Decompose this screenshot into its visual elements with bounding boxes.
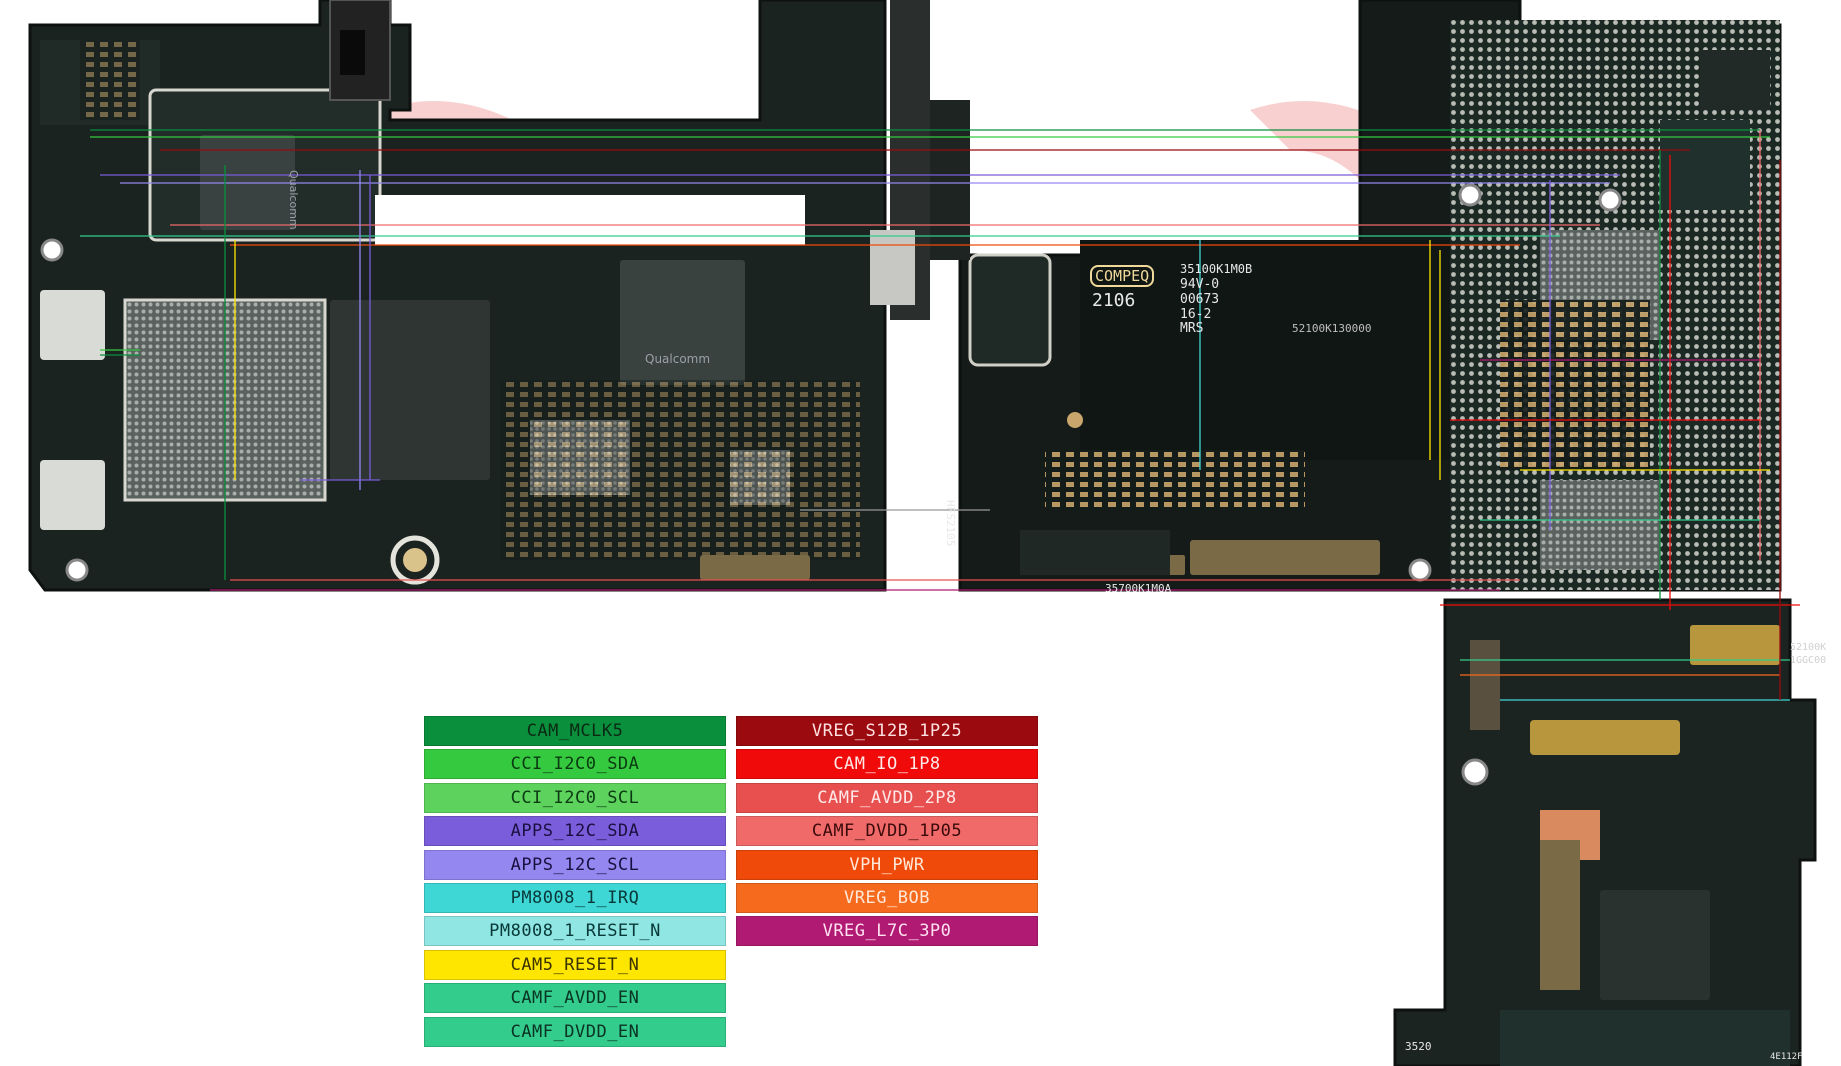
legend-item-camf-dvdd-en: CAMF_DVDD_EN	[424, 1016, 726, 1047]
legend-item-cci-i2c0-scl: CCI_I2C0_SCL	[424, 782, 726, 813]
compeq-code: 2106	[1092, 290, 1136, 311]
side-marking-2: 1GGC00	[1790, 655, 1827, 666]
qualcomm-chip	[620, 260, 745, 385]
board-marking-3: 00673	[1180, 292, 1220, 307]
compeq-logo: COMPEQ	[1090, 265, 1155, 287]
legend-item-cci-i2c0-sda: CCI_I2C0_SDA	[424, 749, 726, 780]
bottom-board	[1393, 598, 1817, 1066]
legend-item-vreg-l7c-3p0: VREG_L7C_3P0	[736, 916, 1038, 947]
legend-item-pm8008-1-irq: PM8008_1_IRQ	[424, 882, 726, 913]
legend-item-camf-avdd-en: CAMF_AVDD_EN	[424, 983, 726, 1014]
board-connector	[1190, 540, 1380, 575]
bottom-marking: 3520	[1405, 1040, 1432, 1053]
board-marking-4: 16-2	[1180, 307, 1212, 322]
board-marking-7: 35700K1M0A	[1105, 582, 1172, 595]
signal-traces	[80, 129, 1800, 701]
left-board	[28, 0, 930, 592]
qualcomm-label-2: Qualcomm	[287, 170, 300, 230]
legend-item-apps-12c-scl: APPS_12C_SCL	[424, 849, 726, 880]
memory-chip	[330, 300, 490, 480]
board-marking-5: MRS	[1180, 321, 1204, 336]
legend-item-vph-pwr: VPH_PWR	[736, 849, 1038, 880]
board-marking-2: 94V-0	[1180, 277, 1220, 292]
legend-item-vreg-bob: VREG_BOB	[736, 882, 1038, 913]
board-marking-6: 52100K130000	[1292, 322, 1372, 335]
qualcomm-label-1: Qualcomm	[645, 352, 711, 366]
legend-item-camf-avdd-2p8: CAMF_AVDD_2P8	[736, 782, 1038, 813]
legend-item-cam-io-1p8: CAM_IO_1P8	[736, 749, 1038, 780]
side-marking: 52100K	[1790, 642, 1827, 653]
legend-item-cam-mclk5: CAM_MCLK5	[424, 716, 726, 746]
right-bga-2	[1540, 480, 1660, 570]
board-marking-1: 35100K1M0B	[1180, 262, 1253, 276]
legend-item-cam5-reset-n: CAM5_RESET_N	[424, 949, 726, 980]
bottom-connector	[1530, 720, 1680, 755]
bottom-marking-2: 4E112F	[1770, 1052, 1803, 1062]
legend-item-apps-12c-sda: APPS_12C_SDA	[424, 816, 726, 847]
board-marking-8: HFS2105	[944, 500, 957, 547]
legend-item-pm8008-1-reset-n: PM8008_1_RESET_N	[424, 916, 726, 947]
right-board	[930, 0, 1782, 592]
legend-item-vreg-s12b-1p25: VREG_S12B_1P25	[736, 716, 1038, 746]
legend-item-camf-dvdd-1p05: CAMF_DVDD_1P05	[736, 816, 1038, 847]
